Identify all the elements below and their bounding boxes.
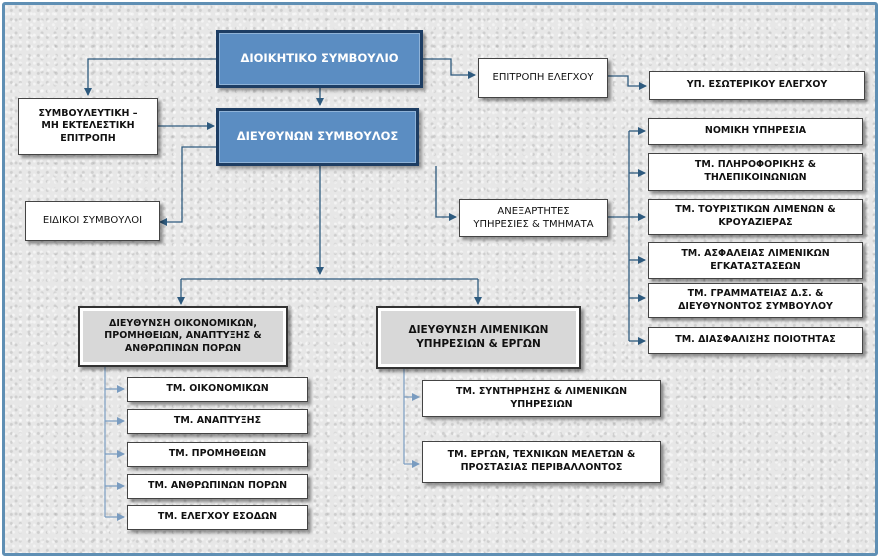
- unit-revenue-control: ΤΜ. ΕΛΕΓΧΟΥ ΕΣΟΔΩΝ: [127, 505, 308, 530]
- unit-development: ΤΜ. ΑΝΑΠΤΥΞΗΣ: [127, 409, 308, 434]
- link-ceo-independent: [435, 166, 457, 221]
- link-board-audit: [423, 58, 476, 79]
- unit-it-telecom: ΤΜ. ΠΛΗΡΟΦΟΡΙΚΗΣ & ΤΗΛΕΠΙΚΟΙΝΩΝΙΩΝ: [648, 153, 863, 191]
- unit-works-studies: ΤΜ. ΕΡΓΩΝ, ΤΕΧΝΙΚΩΝ ΜΕΛΕΤΩΝ & ΠΡΟΣΤΑΣΙΑΣ…: [422, 441, 661, 483]
- unit-human-resources: ΤΜ. ΑΝΘΡΩΠΙΝΩΝ ΠΟΡΩΝ: [127, 474, 308, 499]
- finance-directorate-box: ΔΙΕΥΘΥΝΣΗ ΟΙΚΟΝΟΜΙΚΩΝ, ΠΡΟΜΗΘΕΙΩΝ, ΑΝΑΠΤ…: [78, 306, 288, 367]
- port-directorate-box: ΔΙΕΥΘΥΝΣΗ ΛΙΜΕΝΙΚΩΝ ΥΠΗΡΕΣΙΩΝ & ΕΡΓΩΝ: [376, 306, 581, 369]
- unit-quality-assurance: ΤΜ. ΔΙΑΣΦΑΛΙΣΗΣ ΠΟΙΟΤΗΤΑΣ: [648, 327, 863, 354]
- board-of-directors-box: ΔΙΟΙΚΗΤΙΚΟ ΣΥΜΒΟΥΛΙΟ: [216, 30, 423, 88]
- unit-tourist-ports: ΤΜ. ΤΟΥΡΙΣΤΙΚΩΝ ΛΙΜΕΝΩΝ & ΚΡΟΥΑΖΙΕΡΑΣ: [648, 199, 863, 235]
- unit-legal: ΝΟΜΙΚΗ ΥΠΗΡΕΣΙΑ: [648, 118, 863, 145]
- link-ceo-advisors: [159, 146, 216, 226]
- special-advisors-box: ΕΙΔΙΚΟΙ ΣΥΜΒΟΥΛΟΙ: [25, 201, 160, 241]
- link-board-advisory: [84, 58, 216, 96]
- audit-committee-box: ΕΠΙΤΡΟΠΗ ΕΛΕΓΧΟΥ: [478, 58, 608, 98]
- unit-maintenance: ΤΜ. ΣΥΝΤΗΡΗΣΗΣ & ΛΙΜΕΝΙΚΩΝ ΥΠΗΡΕΣΙΩΝ: [422, 380, 661, 417]
- internal-audit-box: ΥΠ. ΕΣΩΤΕΡΙΚΟΥ ΕΛΕΓΧΟΥ: [649, 71, 865, 100]
- link-audit-internal: [608, 75, 647, 90]
- unit-finance: ΤΜ. ΟΙΚΟΝΟΜΙΚΩΝ: [127, 377, 308, 402]
- advisory-committee-box: ΣΥΜΒΟΥΛΕΥΤΙΚΗ – ΜΗ ΕΚΤΕΛΕΣΤΙΚΗ ΕΠΙΤΡΟΠΗ: [18, 98, 158, 155]
- unit-secretariat: ΤΜ. ΓΡΑΜΜΑΤΕΙΑΣ Δ.Σ. & ΔΙΕΥΘΥΝΟΝΤΟΣ ΣΥΜΒ…: [648, 283, 863, 318]
- independent-services-box: ΑΝΕΞΑΡΤΗΤΕΣ ΥΠΗΡΕΣΙΕΣ & ΤΜΗΜΑΤΑ: [459, 199, 608, 237]
- unit-port-security: ΤΜ. ΑΣΦΑΛΕΙΑΣ ΛΙΜΕΝΙΚΩΝ ΕΓΚΑΤΑΣΤΑΣΕΩΝ: [648, 242, 863, 279]
- unit-procurement: ΤΜ. ΠΡΟΜΗΘΕΙΩΝ: [127, 442, 308, 467]
- ceo-box: ΔΙΕΥΘΥΝΩΝ ΣΥΜΒΟΥΛΟΣ: [216, 108, 419, 166]
